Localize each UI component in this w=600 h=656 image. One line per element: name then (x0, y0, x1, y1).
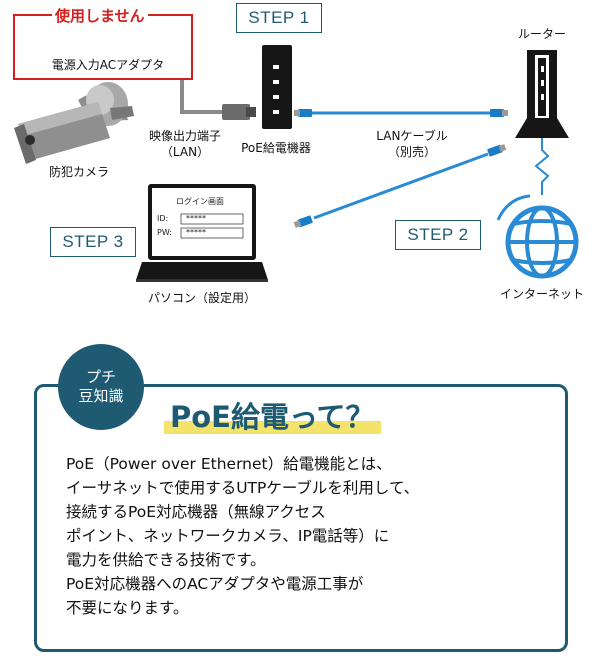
internet-link-line (534, 138, 550, 195)
info-body-line: ポイント、ネットワークカメラ、IP電話等）に (66, 527, 390, 545)
lan-cable-label: LANケーブル (376, 129, 448, 143)
poe-injector-icon (262, 45, 292, 129)
trivia-badge-line2: 豆知識 (78, 387, 124, 405)
internet-globe-icon (496, 194, 579, 279)
trivia-badge: プチ 豆知識 (58, 344, 144, 430)
info-body-line: PoE対応機器へのACアダプタや電源工事が (66, 575, 364, 593)
login-pw-value: ***** (186, 228, 206, 237)
laptop-icon (136, 184, 268, 282)
info-body-line: PoE（Power over Ethernet）給電機能とは、 (66, 455, 392, 473)
step-3-badge: STEP 3 (50, 227, 136, 257)
router-label: ルーター (517, 27, 566, 41)
info-body-line: イーサネットで使用するUTPケーブルを利用して、 (66, 479, 420, 497)
step-1-badge: STEP 1 (236, 3, 322, 33)
router-icon (515, 50, 569, 138)
camera-lan-plug (222, 104, 250, 120)
pc-lan-cable-icon (293, 144, 507, 228)
trivia-badge-line1: プチ (85, 368, 116, 386)
internet-label: インターネット (499, 287, 584, 301)
info-body: PoE（Power over Ethernet）給電機能とは、 イーサネットで使… (66, 452, 419, 620)
security-camera-icon (14, 82, 134, 164)
info-body-line: 不要になります。 (66, 599, 189, 617)
login-id-value: ***** (186, 214, 206, 223)
step-2-badge: STEP 2 (395, 220, 481, 250)
pc-label: パソコン（設定用） (147, 291, 256, 305)
unused-warning-title: 使用しません (52, 5, 148, 26)
login-id-label: ID: (157, 214, 169, 223)
info-title: PoE給電って？ (164, 400, 381, 434)
video-port-label: 映像出力端子 (148, 129, 221, 143)
lan-cable-icon (294, 109, 508, 117)
login-pw-label: PW: (157, 228, 172, 237)
info-body-line: 接続するPoE対応機器（無線アクセス (66, 503, 326, 521)
adapter-label: 電源入力ACアダプタ (51, 58, 165, 72)
video-port-sublabel: （LAN） (160, 145, 210, 159)
camera-label: 防犯カメラ (48, 165, 109, 179)
info-body-line: 電力を供給できる技術です。 (66, 551, 266, 569)
login-screen-title: ログイン画面 (176, 197, 224, 206)
poe-device-label: PoE給電機器 (241, 141, 311, 155)
info-title-wrap: PoE給電って？ (164, 394, 381, 436)
lan-cable-sublabel: （別売） (387, 145, 436, 159)
